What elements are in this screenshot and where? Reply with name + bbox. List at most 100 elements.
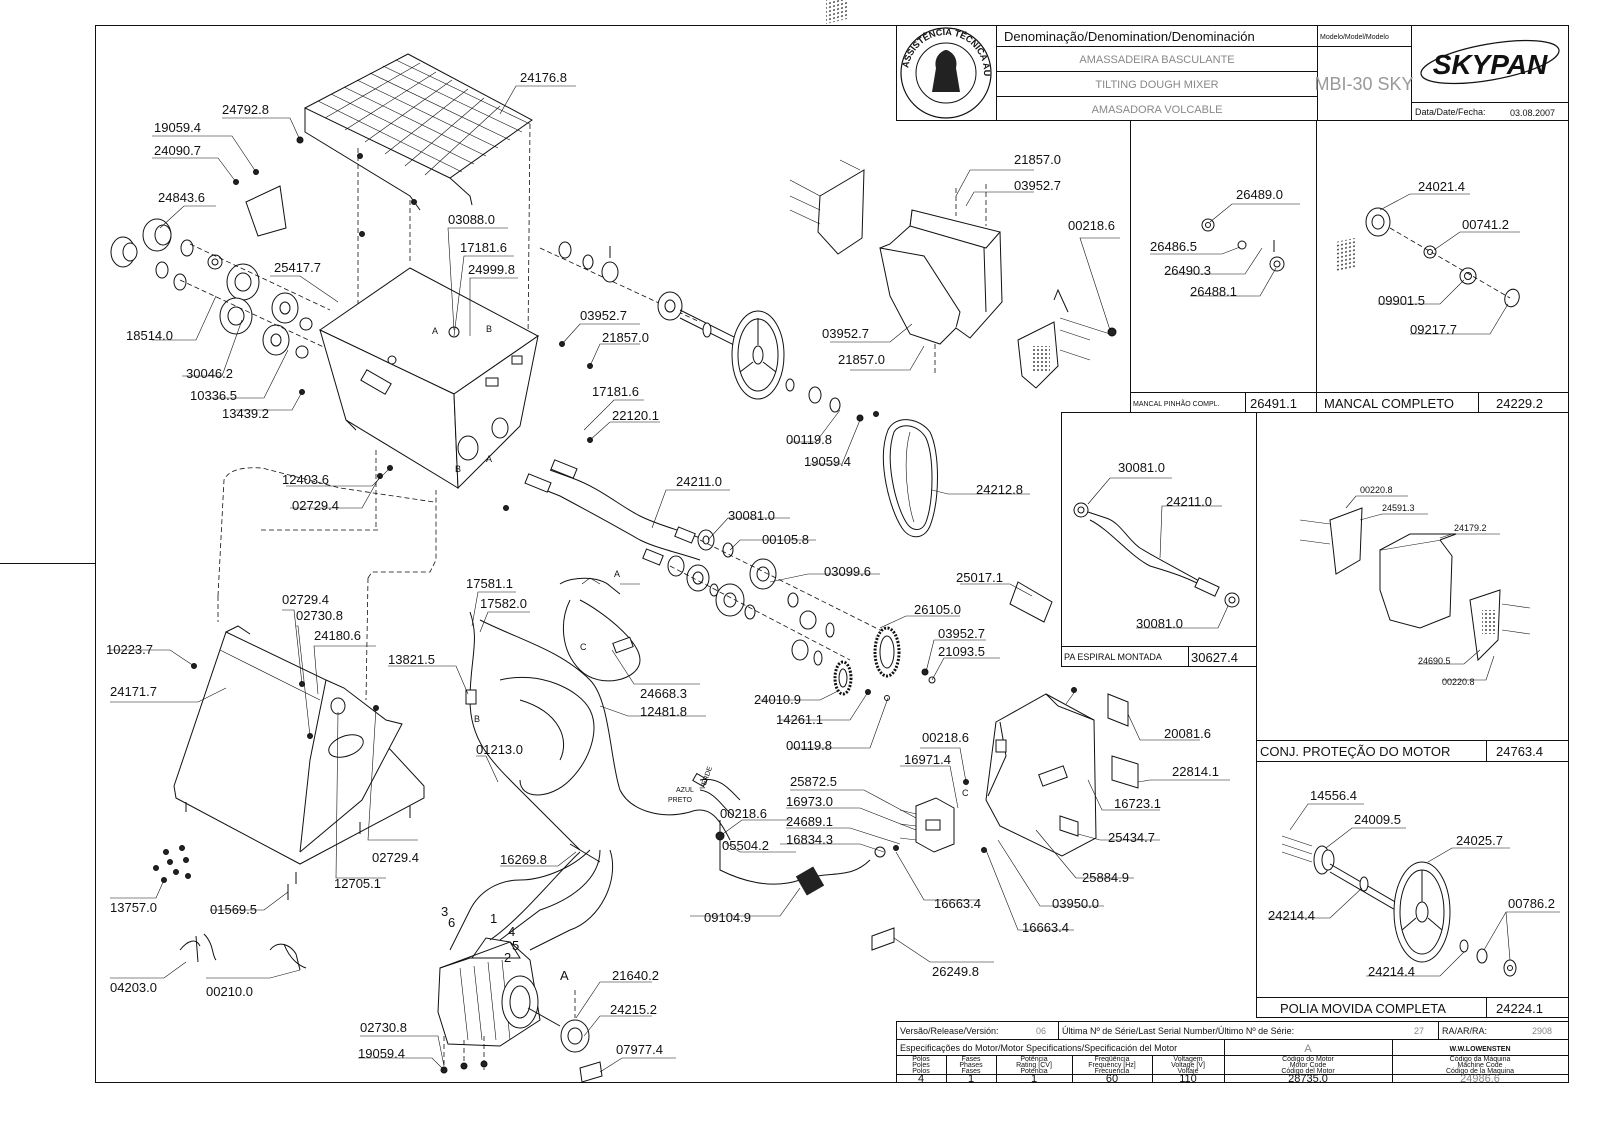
label-21640-2: 21640.2 [612, 968, 659, 983]
label-17181-6-a: 17181.6 [460, 240, 507, 255]
label-24690-5: 24690.5 [1418, 656, 1451, 666]
label-00218-6-c: 00218.6 [720, 806, 767, 821]
label-24090-7: 24090.7 [154, 143, 201, 158]
ra-label: RA/AR/RA: [1442, 1026, 1487, 1036]
label-00105-8: 00105.8 [762, 532, 809, 547]
label-25017-1: 25017.1 [956, 570, 1003, 585]
serial-value: 27 [1414, 1026, 1424, 1036]
ra-value: 2908 [1532, 1026, 1552, 1036]
svg-text:A: A [486, 454, 492, 464]
label-00220-8-top: 00220.8 [1360, 485, 1393, 495]
svg-text:Voltagem: Voltagem [1173, 1056, 1202, 1063]
svg-text:Poles: Poles [912, 1062, 930, 1069]
label-25884-9: 25884.9 [1082, 870, 1129, 885]
label-00210-0: 00210.0 [206, 984, 253, 999]
label-24843-6: 24843.6 [158, 190, 205, 205]
label-30081-0-top: 30081.0 [1118, 460, 1165, 475]
v-belt [882, 419, 938, 538]
label-26488-1: 26488.1 [1190, 284, 1237, 299]
wire-letter-a: A [614, 569, 620, 579]
label-16834-3: 16834.3 [786, 832, 833, 847]
value-motor-code: 28735.0 [1288, 1073, 1328, 1085]
name-pt: AMASSADEIRA BASCULANTE [1079, 54, 1234, 66]
svg-text:Código do Motor: Código do Motor [1282, 1056, 1334, 1063]
denomination-header: Denominação/Denomination/Denominación [1004, 29, 1255, 44]
label-01213-0: 01213.0 [476, 742, 523, 757]
label-25434-7: 25434.7 [1108, 830, 1155, 845]
label-19059-4-c: 19059.4 [358, 1046, 405, 1061]
motor-letter-a: A [560, 968, 569, 983]
svg-text:Motor Code: Motor Code [1290, 1062, 1327, 1069]
label-17582-0: 17582.0 [480, 596, 527, 611]
wire-letter-c: C [580, 642, 587, 652]
label-10223-7: 10223.7 [106, 642, 153, 657]
label-24180-6: 24180.6 [314, 628, 361, 643]
mancal-completo-title: MANCAL COMPLETO [1324, 396, 1454, 411]
label-00218-6-b: 00218.6 [922, 730, 969, 745]
label-24591-3: 24591.3 [1382, 503, 1415, 513]
svg-text:Freqüência: Freqüência [1094, 1056, 1129, 1063]
label-24668-3: 24668.3 [640, 686, 687, 701]
label-17581-1: 17581.1 [466, 576, 513, 591]
label-22120-1: 22120.1 [612, 408, 659, 423]
inset-polia-movida: 14556.4 24009.5 24025.7 24214.4 00786.2 … [1256, 761, 1569, 1018]
protecao-motor-title: CONJ. PROTEÇÃO DO MOTOR [1260, 744, 1450, 759]
svg-text:B: B [486, 324, 492, 334]
label-17181-6-b: 17181.6 [592, 384, 639, 399]
label-03952-7-c: 03952.7 [822, 326, 869, 341]
wire-harness [449, 577, 871, 951]
value-machine-code: 24986.6 [1460, 1073, 1500, 1085]
label-10336-5: 10336.5 [190, 388, 237, 403]
label-16663-4-a: 16663.4 [934, 896, 981, 911]
version-label: Versão/Release/Versión: [900, 1026, 999, 1036]
spec-values: 4 1 1 60 110 28735.0 24986.6 [918, 1073, 1500, 1085]
label-09901-5: 09901.5 [1378, 293, 1425, 308]
version-value: 06 [1036, 1026, 1046, 1036]
label-03088-0: 03088.0 [448, 212, 495, 227]
mancal-pinhao-title: MANCAL PINHÃO COMPL. [1133, 399, 1220, 408]
label-25417-7: 25417.7 [274, 260, 321, 275]
label-00786-2: 00786.2 [1508, 896, 1555, 911]
label-16269-8: 16269.8 [500, 852, 547, 867]
label-03950-0: 03950.0 [1052, 896, 1099, 911]
inset-mancal-completo: 24021.4 00741.2 09901.5 09217.7 MANCAL C… [1324, 179, 1543, 411]
label-00741-2: 00741.2 [1462, 217, 1509, 232]
label-14261-1: 14261.1 [776, 712, 823, 727]
label-30081-0-bottom: 30081.0 [1136, 616, 1183, 631]
label-00119-8-b: 00119.8 [786, 738, 832, 753]
svg-text:Potencia: Potencia [1020, 1068, 1047, 1075]
label-02730-8-a: 02730.8 [360, 1020, 407, 1035]
label-09104-9: 09104.9 [704, 910, 751, 925]
label-26105-0: 26105.0 [914, 602, 961, 617]
svg-text:Pólos: Pólos [912, 1056, 930, 1063]
label-02729-4-a: 02729.4 [292, 498, 339, 513]
date-value: 03.08.2007 [1510, 108, 1555, 118]
svg-text:Machine Code: Machine Code [1457, 1062, 1502, 1069]
svg-text:Frecuencia: Frecuencia [1095, 1068, 1130, 1075]
label-25872-5: 25872.5 [790, 774, 837, 789]
skypan-logo: SKYPAN [1420, 39, 1560, 85]
serial-label: Última Nº de Série/Last Serial Number/Úl… [1062, 1026, 1294, 1036]
svg-text:Código del Motor: Código del Motor [1281, 1068, 1335, 1075]
label-00119-8-a: 00119.8 [786, 432, 832, 447]
inset-pa-espiral: 30081.0 24211.0 30081.0 PA ESPIRAL MONTA… [1061, 412, 1257, 667]
label-24215-2: 24215.2 [610, 1002, 657, 1017]
wire-num-5: 5 [512, 938, 519, 953]
label-26490-3: 26490.3 [1164, 263, 1211, 278]
svg-text:SKYPAN: SKYPAN [1433, 49, 1548, 80]
motor-letter: A [1304, 1043, 1312, 1055]
electric-motor [437, 937, 590, 1053]
label-24999-8: 24999.8 [468, 262, 515, 277]
label-30081-0: 30081.0 [728, 508, 775, 523]
label-22814-1: 22814.1 [1172, 764, 1219, 779]
label-19059-4-a: 19059.4 [154, 120, 201, 135]
mixer-bowl: A B B A [319, 267, 539, 490]
svg-text:A: A [432, 326, 438, 336]
label-24025-7: 24025.7 [1456, 833, 1503, 848]
inset-protecao-motor: 00220.8 24591.3 24179.2 24690.5 00220.8 … [1256, 237, 1569, 762]
date-label: Data/Date/Fecha: [1415, 107, 1486, 117]
svg-text:Potência: Potência [1020, 1056, 1047, 1063]
label-16663-4-b: 16663.4 [1022, 920, 1069, 935]
svg-text:Phases: Phases [959, 1062, 983, 1069]
